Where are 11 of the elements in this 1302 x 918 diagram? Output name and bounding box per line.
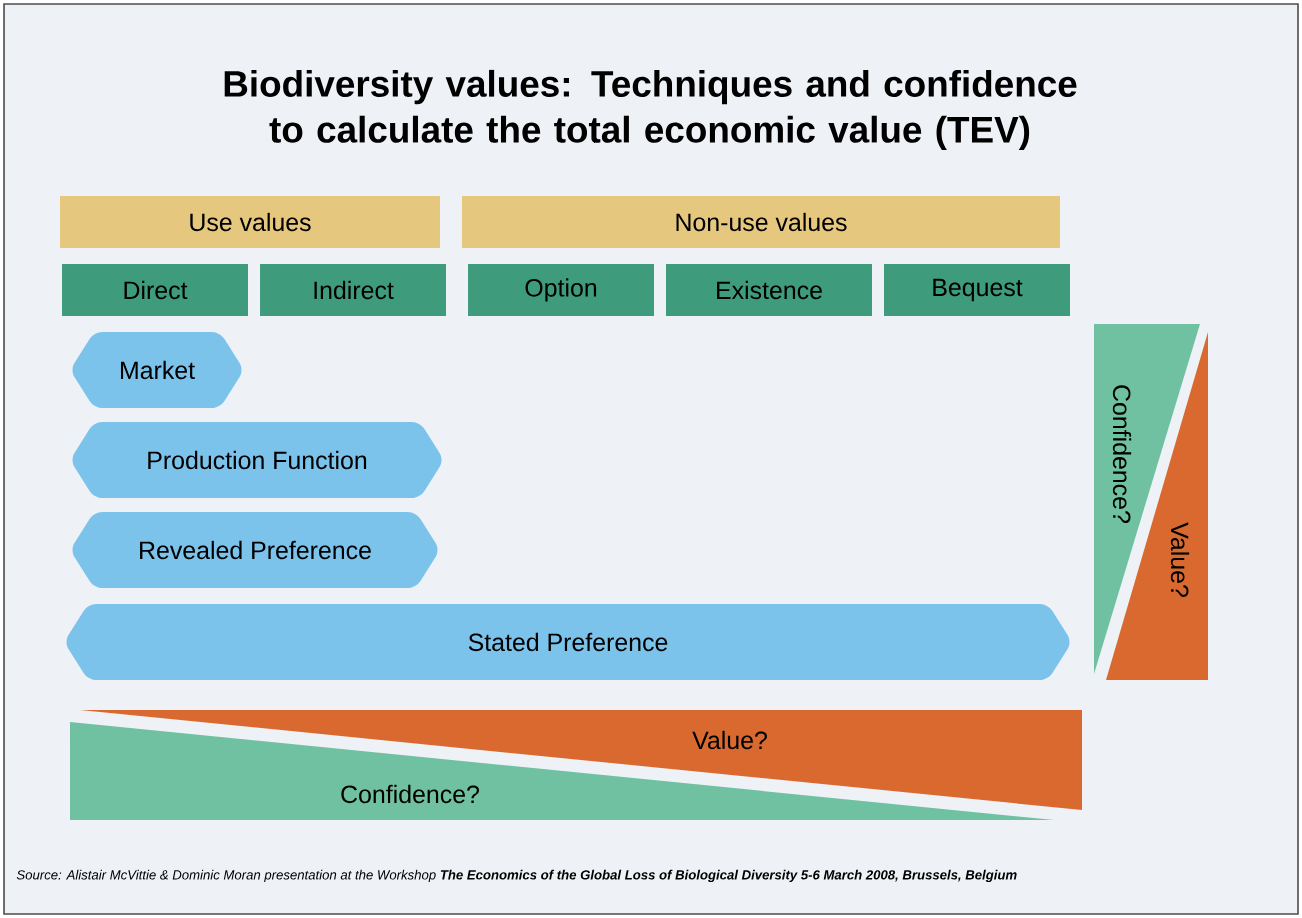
category-box: Existence [666,264,872,316]
category-band: Non-use values [462,196,1060,248]
category-box: Bequest [884,264,1070,316]
hexagon-box: Market [72,332,242,408]
hexagon-box: Production Function [72,422,442,498]
category-box: Indirect [260,264,446,316]
category-box: Option [468,264,654,316]
category-band: Use values [60,196,440,248]
category-box: Direct [62,264,248,316]
hexagon-box: Revealed Preference [72,512,438,588]
title: Biodiversity values: Techniques and confidence to calculate the total economic value (TEV) [224,69,1077,151]
